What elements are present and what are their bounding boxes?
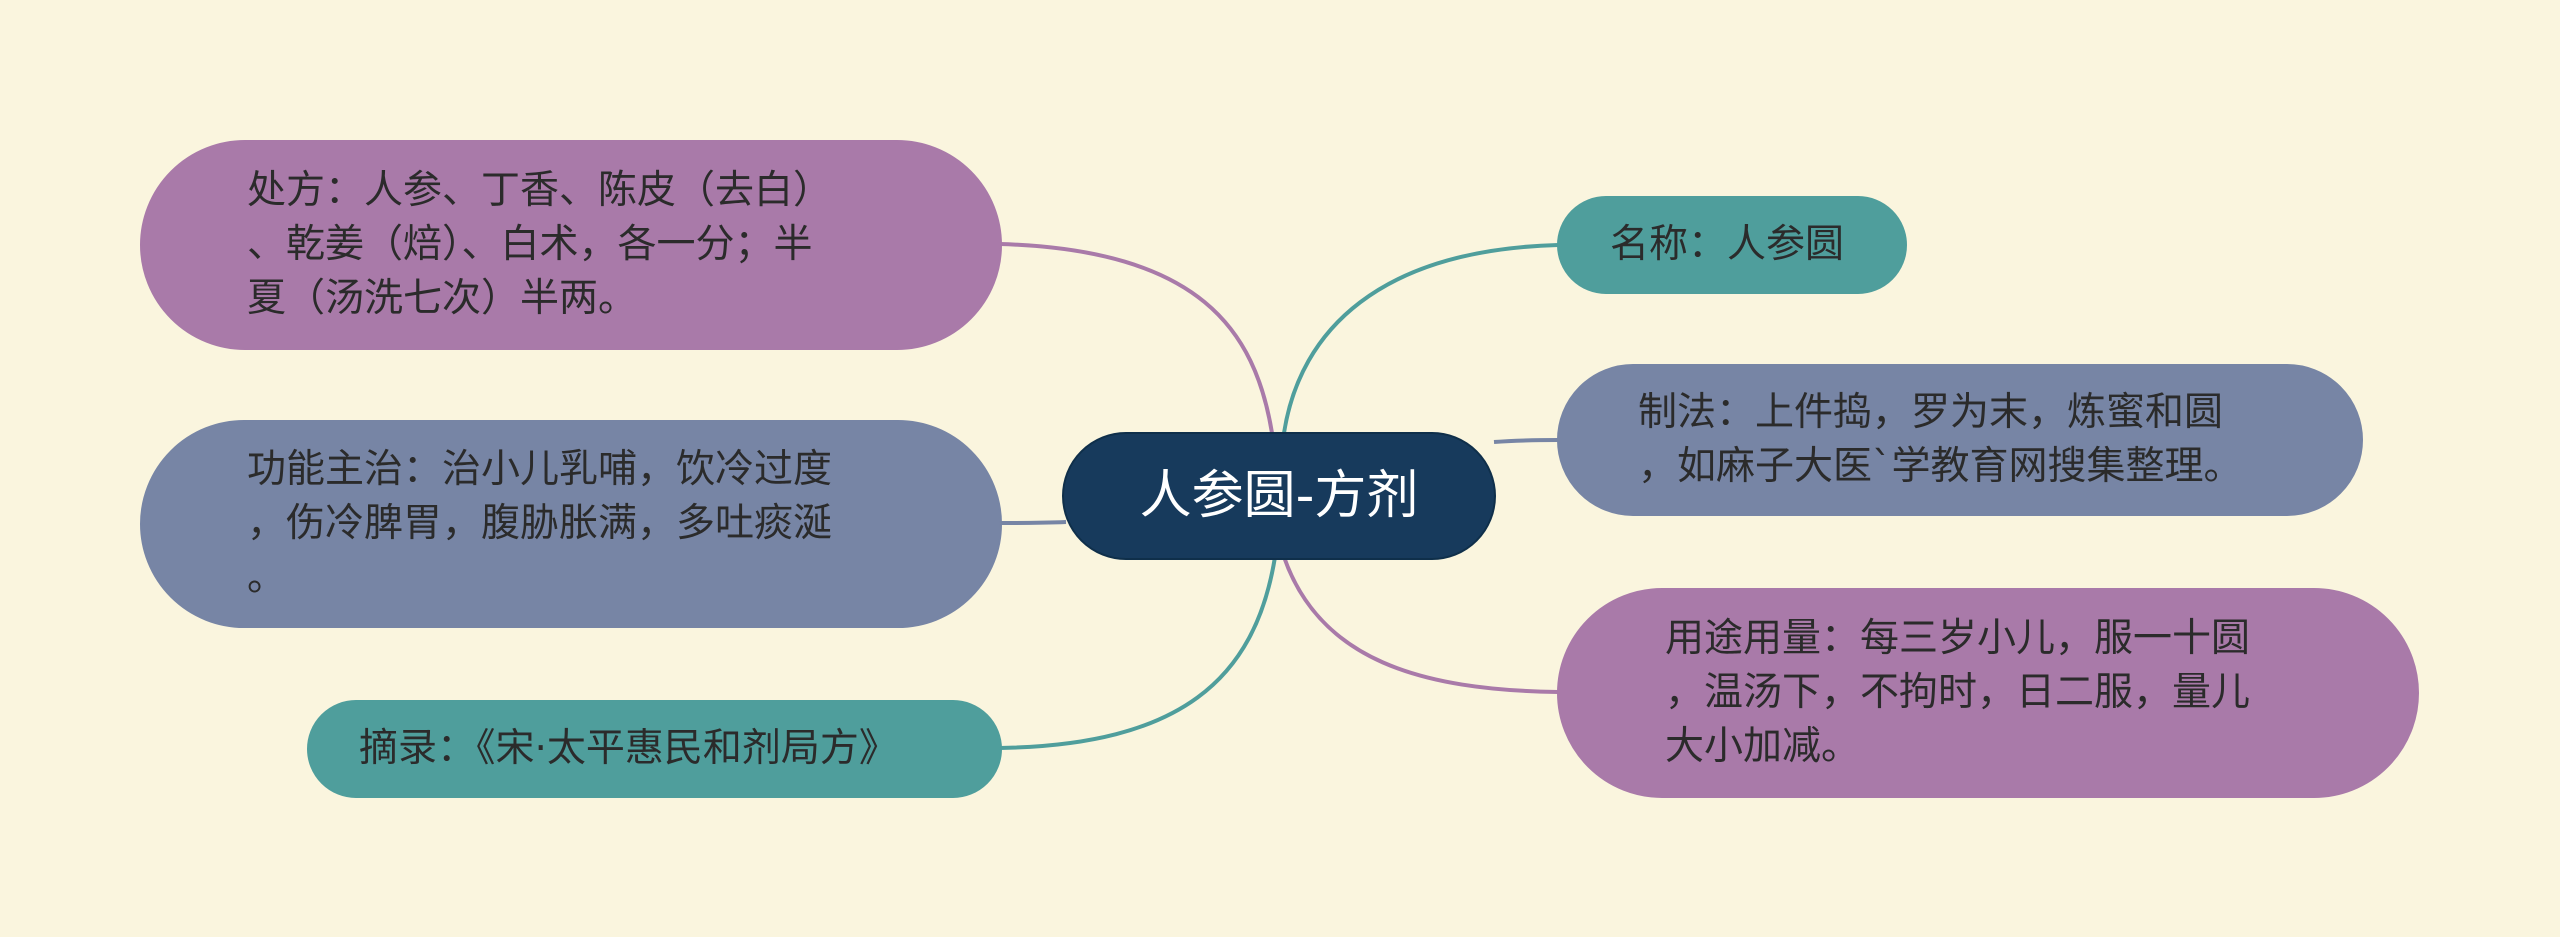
branch-name[interactable]: 名称：人参圆 [1557, 196, 1907, 294]
branch-indications-label: 功能主治：治小儿乳哺，饮冷过度 ，伤冷脾胃，腹胁胀满，多吐痰涎 。 [247, 447, 833, 600]
branch-indications[interactable]: 功能主治：治小儿乳哺，饮冷过度 ，伤冷脾胃，腹胁胀满，多吐痰涎 。 [140, 420, 1002, 628]
branch-preparation[interactable]: 制法：上件捣，罗为末，炼蜜和圆 ，如麻子大医`学教育网搜集整理。 [1557, 364, 2363, 516]
branch-dosage-label: 用途用量：每三岁小儿，服一十圆 ，温汤下，不拘时，日二服，量儿 大小加减。 [1665, 616, 2251, 769]
branch-dosage[interactable]: 用途用量：每三岁小儿，服一十圆 ，温汤下，不拘时，日二服，量儿 大小加减。 [1557, 588, 2419, 798]
branch-preparation-label: 制法：上件捣，罗为末，炼蜜和圆 ，如麻子大医`学教育网搜集整理。 [1638, 390, 2243, 489]
root-label: 人参圆-方剂 [1139, 466, 1419, 526]
branch-prescription-label: 处方：人参、丁香、陈皮（去白） 、乾姜（焙）、白术，各一分；半 夏（汤洗七次）半… [247, 168, 833, 321]
connector-dosage [1282, 556, 1559, 694]
connector-preparation [1493, 438, 1559, 444]
connector-prescription [999, 242, 1274, 434]
branch-name-label: 名称：人参圆 [1610, 222, 1845, 267]
branch-source-label: 摘录：《宋·太平惠民和剂局方》 [359, 726, 898, 771]
root-node[interactable]: 人参圆-方剂 [1062, 432, 1496, 560]
connector-source [999, 556, 1277, 750]
branch-prescription[interactable]: 处方：人参、丁香、陈皮（去白） 、乾姜（焙）、白术，各一分；半 夏（汤洗七次）半… [140, 140, 1002, 350]
connector-name [1282, 243, 1559, 434]
branch-source[interactable]: 摘录：《宋·太平惠民和剂局方》 [307, 700, 1002, 798]
connector-indications [999, 520, 1067, 525]
